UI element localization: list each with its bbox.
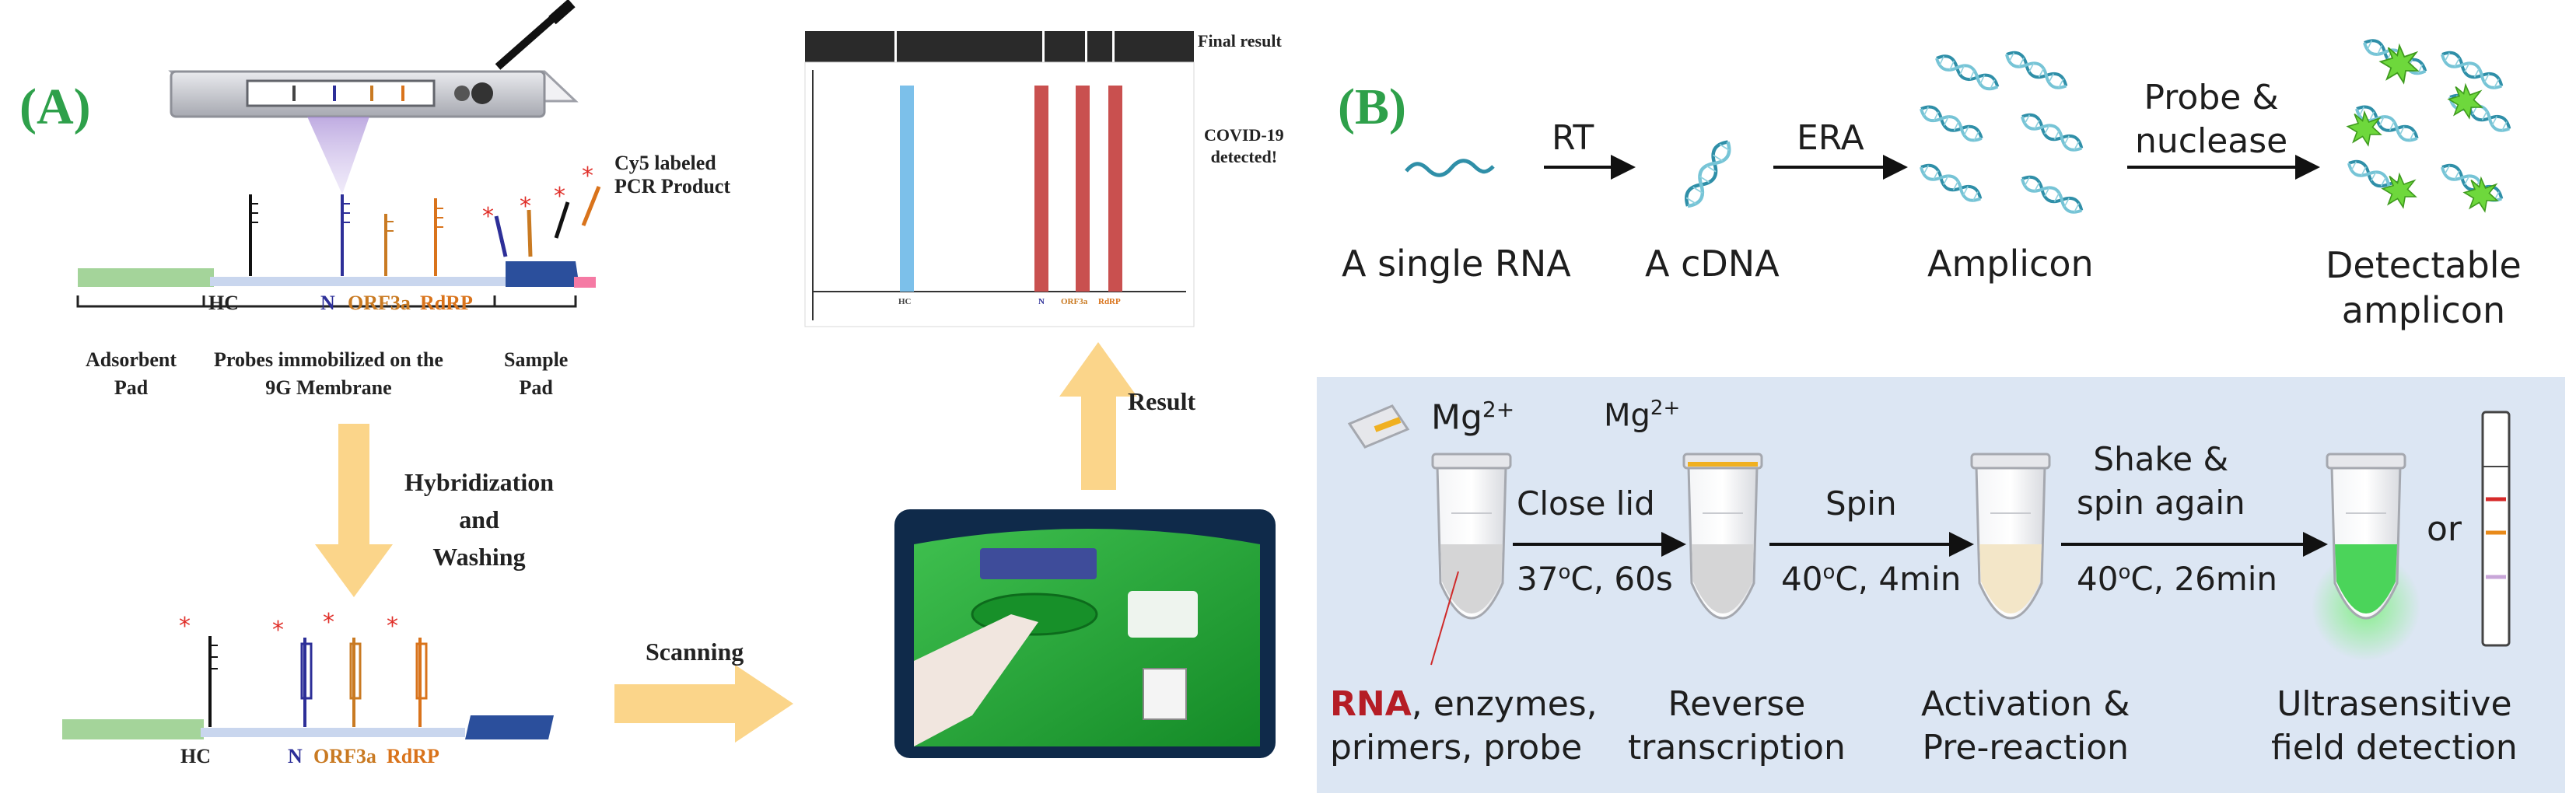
reagents-label: RNA, enzymes,primers, probe bbox=[1330, 684, 1598, 767]
svg-text:*: * bbox=[387, 613, 398, 640]
rna-pointer bbox=[1430, 571, 1459, 666]
scanning-label: Scanning bbox=[646, 638, 744, 666]
sample-pad-label: Sample Pad bbox=[504, 348, 569, 399]
svg-text:*: * bbox=[482, 203, 494, 230]
era-label: ERA bbox=[1797, 118, 1864, 158]
scan-beam bbox=[307, 117, 369, 194]
strip-bottom-hc: HC bbox=[180, 745, 211, 767]
probe-nuclease-label: Probe & nuclease bbox=[2135, 78, 2288, 161]
strip-top-n: N bbox=[320, 292, 335, 314]
dna-single-rna bbox=[1405, 159, 1495, 177]
scanning-arrow bbox=[614, 665, 793, 743]
svg-text:*: * bbox=[520, 193, 531, 220]
probes-top: * * * * bbox=[249, 163, 601, 276]
cy5-label: Cy5 labeled PCR Product bbox=[614, 152, 731, 198]
cdna-label: A cDNA bbox=[1645, 243, 1780, 285]
scan-axis-rdrp: RdRP bbox=[1098, 297, 1121, 306]
dna-cdna bbox=[1682, 138, 1734, 210]
activation-label: Activation & Pre-reaction bbox=[1921, 684, 2130, 767]
panel-a-label: (A) bbox=[19, 79, 91, 135]
spin-label: Spin bbox=[1825, 484, 1897, 523]
hybridization-label: Hybridization and Washing bbox=[404, 468, 555, 571]
strip-top-rdrp: RdRP bbox=[420, 292, 473, 314]
condition-3: 40oC, 26min bbox=[2077, 560, 2278, 598]
mg-label-2: Mg2+ bbox=[1604, 397, 1681, 434]
svg-text:*: * bbox=[582, 163, 593, 190]
ultrasensitive-label: Ultrasensitive field detection bbox=[2271, 684, 2518, 767]
strip-bottom-rdrp: RdRP bbox=[387, 745, 439, 767]
tube-1 bbox=[1347, 404, 1512, 620]
strip-top-hc: HC bbox=[208, 292, 239, 314]
adsorbent-pad-label: Adsorbent Pad bbox=[86, 348, 177, 399]
svg-text:*: * bbox=[554, 183, 565, 210]
svg-text:*: * bbox=[272, 617, 284, 644]
hybridization-arrow bbox=[315, 424, 393, 597]
strip-bottom-orf3a: ORF3a bbox=[313, 745, 376, 767]
svg-text:*: * bbox=[179, 613, 191, 640]
single-rna-label: A single RNA bbox=[1342, 243, 1571, 285]
strip-top-orf3a: ORF3a bbox=[348, 292, 411, 314]
rt-label: RT bbox=[1552, 118, 1594, 158]
reverse-transcription-label: Reverse transcription bbox=[1628, 684, 1846, 767]
condition-2: 40oC, 4min bbox=[1781, 560, 1962, 598]
detectable-amplicon-cluster bbox=[2346, 37, 2512, 212]
close-lid-label: Close lid bbox=[1517, 484, 1655, 523]
scanner-device bbox=[168, 0, 579, 118]
result-label: Result bbox=[1128, 387, 1196, 415]
lateral-flow-strip bbox=[2481, 411, 2511, 647]
result-arrow bbox=[1059, 342, 1137, 490]
tube-4 bbox=[2312, 453, 2420, 661]
scan-result-chart bbox=[804, 31, 1195, 327]
reader-photo bbox=[894, 509, 1276, 758]
strip-bottom-n: N bbox=[288, 745, 303, 767]
final-result-label: Final result bbox=[1198, 31, 1282, 51]
panel-b-label: (B) bbox=[1338, 79, 1406, 135]
probes-label: Probes immobilized on the 9G Membrane bbox=[214, 348, 443, 399]
shake-label: Shake & spin again bbox=[2077, 440, 2245, 522]
mg-label-1: Mg2+ bbox=[1431, 397, 1515, 438]
or-label: or bbox=[2427, 509, 2462, 549]
amplicon-cluster bbox=[1918, 49, 2084, 216]
strip-braces bbox=[76, 295, 577, 308]
detectable-label: Detectable amplicon bbox=[2326, 244, 2522, 331]
scan-axis-hc: HC bbox=[898, 297, 912, 306]
test-strip-top bbox=[78, 261, 596, 288]
scan-axis-n: N bbox=[1038, 297, 1045, 306]
svg-text:*: * bbox=[323, 609, 334, 636]
tube-3 bbox=[1970, 453, 2051, 620]
condition-1: 37oC, 60s bbox=[1517, 560, 1673, 598]
rna-highlight: RNA bbox=[1330, 684, 1412, 724]
covid-detected-label: COVID-19 detected! bbox=[1204, 125, 1284, 166]
scan-axis-orf3a: ORF3a bbox=[1061, 297, 1088, 306]
tube-2 bbox=[1682, 453, 1763, 620]
test-strip-bottom: * * * * bbox=[62, 609, 554, 739]
amplicon-label: Amplicon bbox=[1927, 243, 2094, 285]
